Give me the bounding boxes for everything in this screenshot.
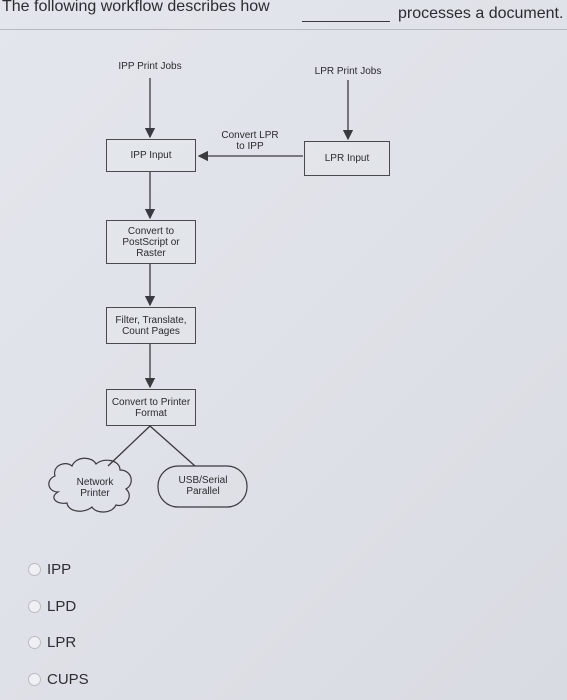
convert-printer-format-box: Convert to Printer Format bbox=[106, 389, 196, 426]
lpr-input-box: LPR Input bbox=[304, 141, 390, 176]
network-printer-label: Network Printer bbox=[62, 477, 128, 499]
convert-lpr-line2: to IPP bbox=[236, 141, 264, 152]
radio-lpr[interactable] bbox=[28, 635, 41, 649]
convert-lpr-to-ipp-label: Convert LPR to IPP bbox=[212, 130, 288, 152]
filter-translate-box: Filter, Translate, Count Pages bbox=[106, 307, 196, 344]
convert-postscript-line2: PostScript or bbox=[122, 236, 180, 248]
line-format-to-network bbox=[107, 425, 151, 467]
option-lpr-label: LPR bbox=[47, 633, 77, 651]
convert-format-line2: Format bbox=[135, 407, 167, 419]
option-lpr[interactable]: LPR bbox=[28, 630, 76, 654]
network-printer-line2: Printer bbox=[80, 488, 110, 499]
option-ipp-label: IPP bbox=[47, 560, 72, 578]
question-part1: The following workflow describes how bbox=[2, 0, 270, 15]
convert-postscript-line1: Convert to bbox=[127, 225, 175, 237]
workflow-diagram: IPP Print Jobs LPR Print Jobs IPP Input … bbox=[48, 61, 390, 513]
convert-format-line1: Convert to Printer bbox=[111, 396, 191, 408]
question-text: The following workflow describes how pro… bbox=[0, 0, 567, 30]
question-blank bbox=[302, 21, 390, 22]
convert-postscript-line3: Raster bbox=[136, 247, 166, 259]
network-printer-line1: Network bbox=[76, 477, 114, 488]
option-ipp[interactable]: IPP bbox=[28, 557, 71, 581]
answer-options: IPP LPD LPR CUPS bbox=[0, 555, 300, 700]
usb-serial-line1: USB/Serial bbox=[178, 475, 228, 486]
filter-translate-line1: Filter, Translate, bbox=[115, 314, 187, 326]
lpr-input-label: LPR Input bbox=[324, 153, 370, 164]
usb-serial-line2: Parallel bbox=[186, 486, 220, 497]
ipp-print-jobs-label: IPP Print Jobs bbox=[118, 61, 182, 72]
question-part2: processes a document. bbox=[398, 5, 564, 22]
option-cups[interactable]: CUPS bbox=[28, 667, 89, 691]
usb-serial-pill bbox=[157, 465, 248, 508]
radio-cups[interactable] bbox=[28, 672, 41, 686]
option-cups-label: CUPS bbox=[47, 670, 89, 688]
diagram-connectors bbox=[48, 78, 354, 513]
line-format-to-usb bbox=[149, 425, 196, 467]
option-lpd-label: LPD bbox=[47, 597, 77, 615]
ipp-input-label: IPP Input bbox=[130, 150, 172, 161]
option-lpd[interactable]: LPD bbox=[28, 594, 76, 618]
radio-lpd[interactable] bbox=[28, 599, 41, 613]
network-printer-cloud bbox=[48, 457, 132, 513]
convert-postscript-box: Convert to PostScript or Raster bbox=[106, 220, 196, 264]
usb-serial-label: USB/Serial Parallel bbox=[160, 475, 246, 497]
divider bbox=[0, 29, 567, 30]
ipp-input-box: IPP Input bbox=[106, 139, 196, 172]
filter-translate-line2: Count Pages bbox=[122, 325, 180, 337]
radio-ipp[interactable] bbox=[28, 562, 41, 576]
lpr-print-jobs-label: LPR Print Jobs bbox=[314, 66, 382, 77]
convert-lpr-line1: Convert LPR bbox=[221, 130, 279, 141]
